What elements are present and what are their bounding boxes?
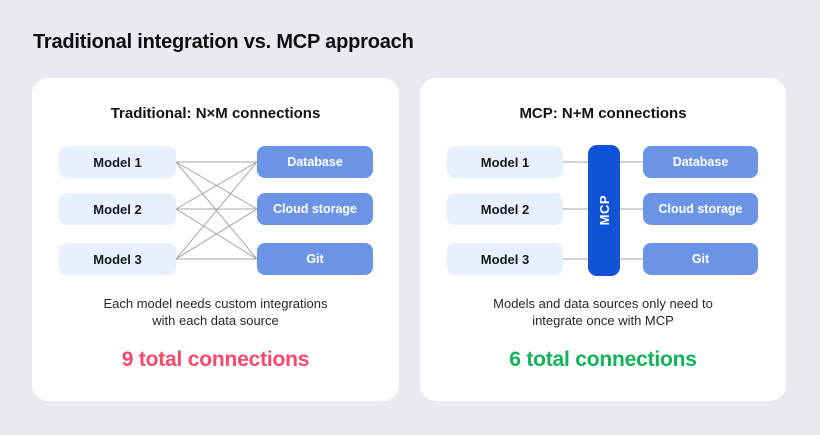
data-source-box: Database [643, 146, 758, 178]
caption-line: Models and data sources only need to [493, 296, 713, 311]
mcp-panel-title: MCP: N+M connections [519, 105, 687, 122]
traditional-total-connections: 9 total connections [121, 348, 310, 371]
model-box: Model 1 [59, 146, 176, 178]
caption-line: Each model needs custom integrations [103, 296, 328, 311]
traditional-panel: Traditional: N×M connections Model 1 Mod… [32, 78, 399, 401]
connection-line [175, 161, 258, 210]
connection-line [175, 208, 258, 260]
mcp-connection-lines [563, 161, 643, 260]
data-source-box: Cloud storage [643, 193, 758, 225]
data-source-box: Cloud storage [257, 193, 373, 225]
mcp-hub-bar: MCP [588, 145, 620, 276]
traditional-connection-lines [175, 161, 258, 260]
data-source-box: Git [643, 243, 758, 275]
data-source-box: Git [257, 243, 373, 275]
connection-line [175, 161, 258, 260]
page-title: Traditional integration vs. MCP approach [33, 31, 414, 53]
mcp-hub-label: MCP [596, 195, 612, 226]
model-box: Model 2 [59, 193, 176, 225]
caption-line: with each data source [152, 313, 279, 328]
mcp-total-connections: 6 total connections [509, 348, 697, 371]
mcp-caption: Models and data sources only need to int… [420, 295, 786, 329]
model-box: Model 3 [447, 243, 563, 275]
caption-line: integrate once with MCP [532, 313, 674, 328]
data-source-box: Database [257, 146, 373, 178]
model-box: Model 1 [447, 146, 563, 178]
model-box: Model 3 [59, 243, 176, 275]
traditional-panel-title: Traditional: N×M connections [110, 105, 321, 122]
traditional-caption: Each model needs custom integrations wit… [32, 295, 399, 329]
mcp-panel: MCP: N+M connections Model 1 Model 2 Mod… [420, 78, 786, 401]
model-box: Model 2 [447, 193, 563, 225]
